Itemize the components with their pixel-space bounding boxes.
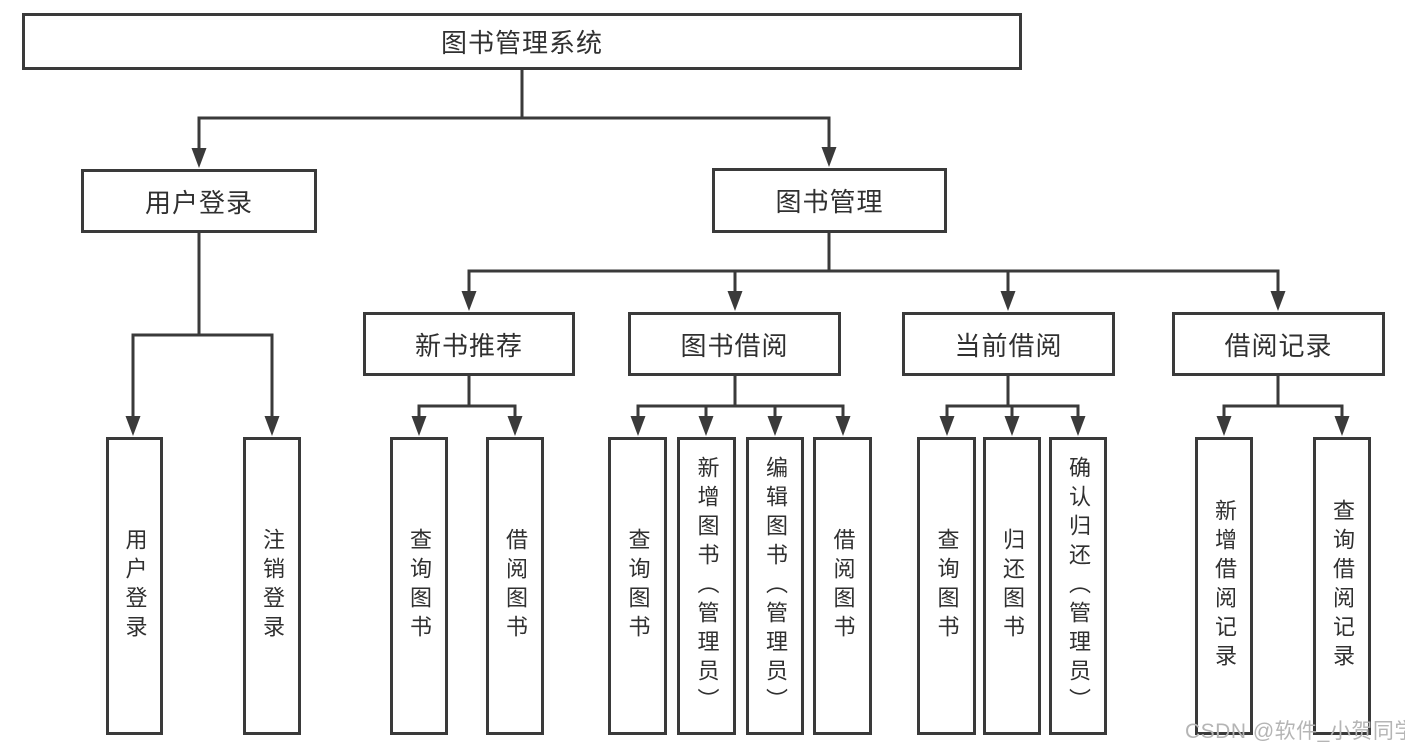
node-label: 当前借阅 — [954, 330, 1063, 361]
node-label: 图书借阅 — [680, 330, 789, 361]
node-label: 查询图书 — [934, 528, 960, 644]
node-label: 图书管理 — [775, 187, 884, 217]
node-label: 借阅图书 — [830, 528, 856, 644]
node-label: 图书管理系统 — [440, 28, 603, 58]
node-label: 新增图书（管理员） — [694, 455, 720, 717]
leaf-borrow-books-2: 借阅图书 — [813, 437, 872, 735]
node-book-management: 图书管理 — [712, 168, 947, 233]
node-borrow-records: 借阅记录 — [1172, 312, 1385, 376]
node-label: 借阅记录 — [1224, 330, 1333, 361]
node-label: 查询图书 — [407, 528, 432, 644]
node-label: 借阅图书 — [503, 528, 528, 644]
node-label: 新书推荐 — [414, 330, 523, 361]
leaf-edit-books-admin: 编辑图书（管理员） — [746, 437, 804, 735]
leaf-query-borrow-record: 查询借阅记录 — [1313, 437, 1371, 735]
node-book-borrow: 图书借阅 — [628, 312, 841, 376]
node-library-management-system: 图书管理系统 — [22, 13, 1022, 70]
node-new-book-recommend: 新书推荐 — [363, 312, 575, 376]
node-label: 用户登录 — [122, 528, 148, 644]
node-label: 归还图书 — [1000, 528, 1025, 644]
leaf-borrow-books-1: 借阅图书 — [486, 437, 544, 735]
leaf-user-login: 用户登录 — [106, 437, 163, 735]
node-label: 编辑图书（管理员） — [763, 455, 788, 717]
leaf-add-books-admin: 新增图书（管理员） — [677, 437, 736, 735]
leaf-add-borrow-record: 新增借阅记录 — [1195, 437, 1253, 735]
leaf-query-books-2: 查询图书 — [608, 437, 667, 735]
node-label: 新增借阅记录 — [1212, 499, 1237, 673]
node-label: 用户登录 — [144, 187, 253, 218]
node-current-borrow: 当前借阅 — [902, 312, 1115, 376]
csdn-watermark: CSDN @软件_小贺同学 — [1185, 720, 1405, 743]
node-label: 查询借阅记录 — [1330, 499, 1355, 673]
leaf-query-books-1: 查询图书 — [390, 437, 448, 735]
leaf-confirm-return-admin: 确认归还（管理员） — [1049, 437, 1107, 735]
leaf-return-books: 归还图书 — [983, 437, 1041, 735]
leaf-query-books-3: 查询图书 — [917, 437, 976, 735]
leaf-logout: 注销登录 — [243, 437, 301, 735]
node-label: 查询图书 — [625, 528, 651, 644]
node-user-login: 用户登录 — [81, 169, 317, 233]
node-label: 确认归还（管理员） — [1066, 455, 1091, 717]
node-label: 注销登录 — [260, 528, 285, 644]
